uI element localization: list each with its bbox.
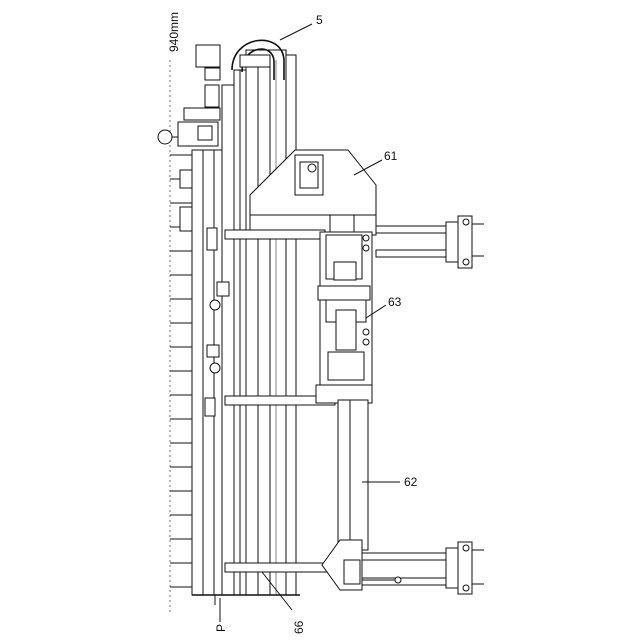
ref-label-63: 63 <box>388 295 402 309</box>
top-left-assembly <box>158 45 220 146</box>
end-flange-top <box>446 216 484 268</box>
ref-label-61: 61 <box>384 149 398 163</box>
ref-label-P: P <box>214 624 228 632</box>
ref-label-62: 62 <box>404 475 418 489</box>
dimension-label: 940mm <box>167 12 181 52</box>
ref-label-66: 66 <box>292 620 306 634</box>
ref-label-5: 5 <box>316 13 323 27</box>
end-flange-bottom <box>446 542 484 594</box>
